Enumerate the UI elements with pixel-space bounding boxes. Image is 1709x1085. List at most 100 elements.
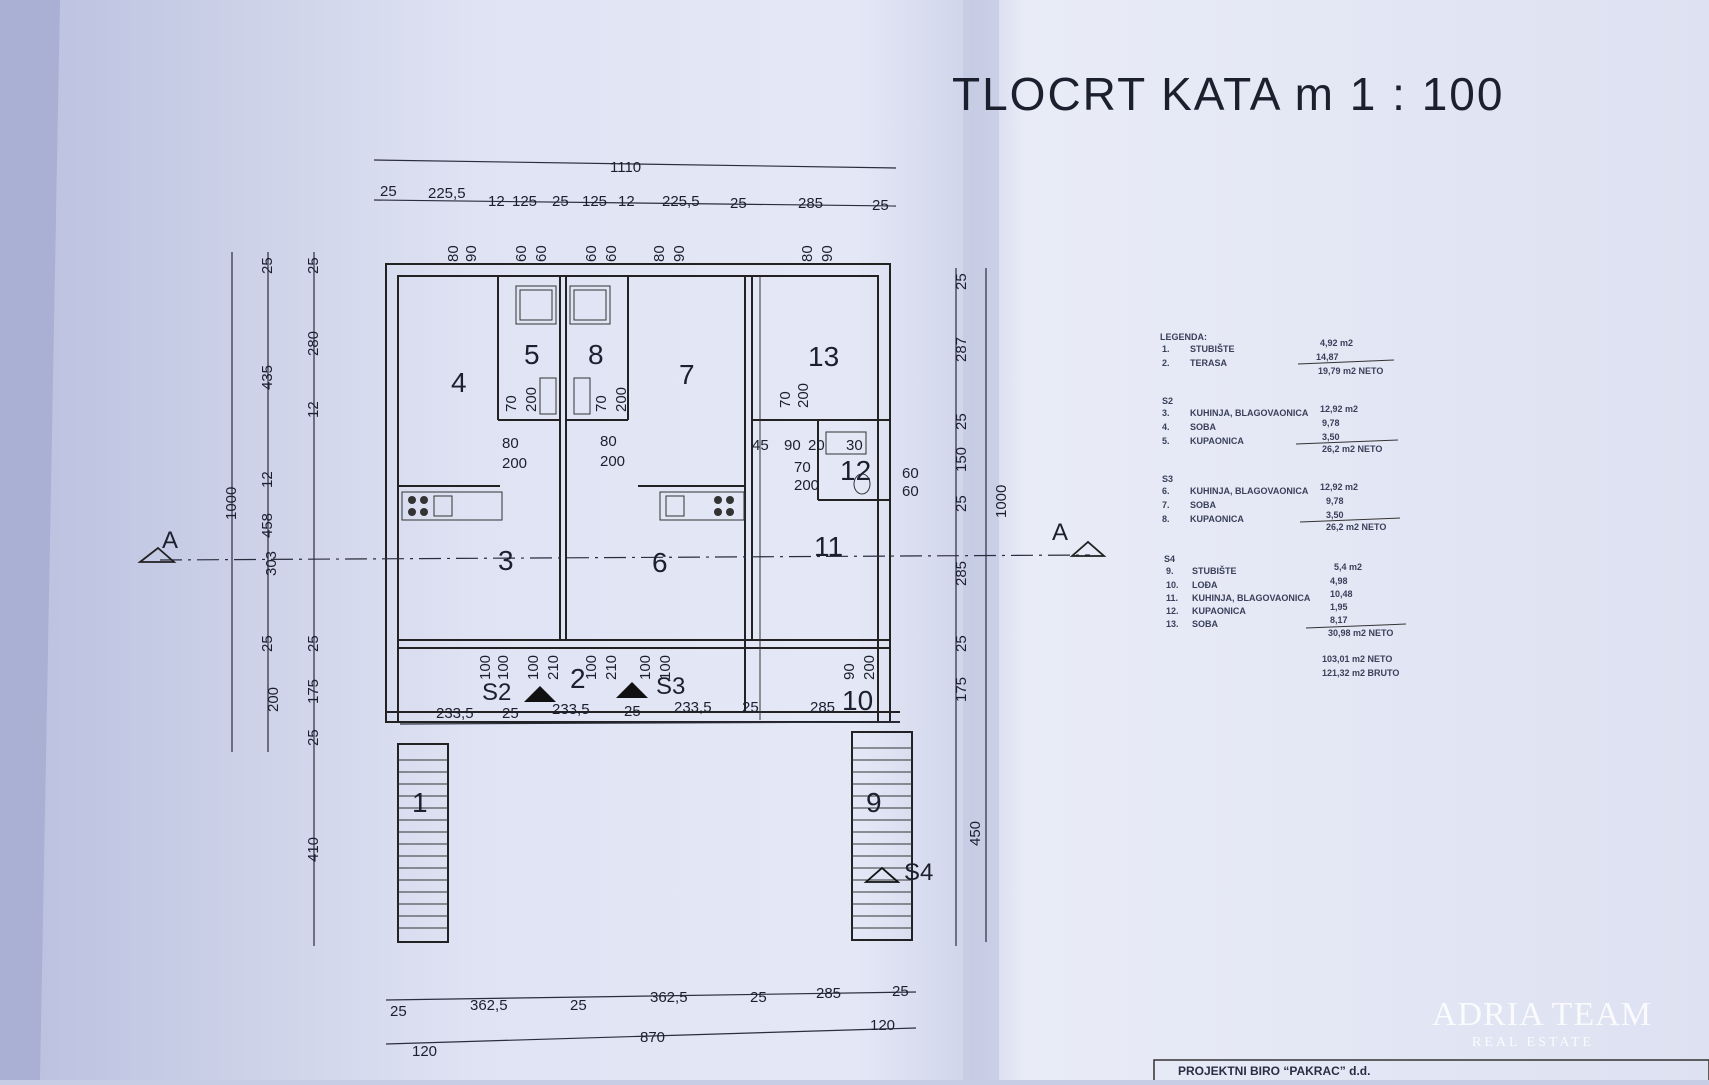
dims-bottom: 25 362,5 25 362,5 25 285 25 120 870 120	[390, 983, 909, 1060]
legend-row-name: KUHINJA, BLAGOVAONICA	[1190, 408, 1309, 418]
dim-right: 25	[953, 273, 970, 290]
bathroom-fixtures	[515, 285, 871, 495]
legend-row-area: 3,50	[1326, 510, 1344, 520]
dim-inner: 233,5	[674, 699, 712, 716]
legend-row-no: 11.	[1166, 593, 1178, 603]
dim-inner: 80	[799, 245, 816, 262]
stair-left	[397, 743, 449, 943]
dim-inner: 70	[794, 459, 811, 476]
dim-inner: 200	[794, 477, 819, 494]
legend-row-no: 6.	[1162, 486, 1170, 496]
dim-inner: 200	[613, 387, 630, 412]
dim-top-total: 1110	[610, 159, 641, 176]
legend-row-area: 1,95	[1330, 602, 1348, 612]
legend-row-no: 9.	[1166, 566, 1174, 576]
dim-left-innermost: 25	[305, 635, 322, 652]
dim-inner: 200	[795, 383, 812, 408]
legend-row-name: KUHINJA, BLAGOVAONICA	[1192, 593, 1311, 603]
legend-row-no: 1.	[1162, 344, 1170, 354]
dim-inner: 25	[624, 703, 641, 720]
entry-marker-s4	[863, 866, 901, 883]
entry-marker-s2	[524, 686, 556, 702]
legend-row-area: 8,17	[1330, 615, 1348, 625]
paper-left-edge	[0, 0, 60, 1080]
dim-right: 150	[953, 447, 970, 472]
legend-row-area: 12,92 m2	[1320, 404, 1358, 414]
dim-left-innermost: 25	[305, 729, 322, 746]
dim-top: 285	[798, 195, 823, 212]
legend-row-name: STUBIŠTE	[1190, 343, 1235, 354]
unit-label-s3: S3	[656, 673, 685, 700]
legend-row-no: 4.	[1162, 422, 1170, 432]
watermark-line2: REAL ESTATE	[1472, 1035, 1594, 1050]
drawing-title: TLOCRT KATA m 1 : 100	[952, 68, 1504, 120]
entry-marker-s3	[616, 682, 648, 698]
dim-right: 1000	[993, 485, 1010, 518]
legend-row-area: 4,98	[1330, 576, 1348, 586]
legend-row-no: 7.	[1162, 500, 1170, 510]
legend-row-no: 10.	[1166, 580, 1179, 590]
dim-right: 285	[953, 561, 970, 586]
legend-row-name: LOĐA	[1192, 580, 1218, 590]
dim-top: 25	[552, 193, 569, 210]
room-label-11: 11	[814, 531, 843, 562]
dim-inner: 45	[752, 437, 769, 454]
dim-inner: 100	[525, 655, 542, 680]
dim-inner: 233,5	[436, 705, 474, 722]
area-legend: LEGENDA: 1. STUBIŠTE 4,92 m2 2. TERASA 1…	[1160, 332, 1407, 678]
dim-inner: 100	[583, 655, 600, 680]
dim-inner: 100	[657, 655, 674, 680]
dim-bottom-total: 870	[640, 1029, 665, 1046]
dim-left-innermost: 175	[305, 679, 322, 704]
legend-row-area: 9,78	[1322, 418, 1340, 428]
room-label-7: 7	[679, 359, 695, 390]
dim-bottom: 25	[390, 1003, 407, 1020]
dim-inner: 100	[477, 655, 494, 680]
room-label-8: 8	[588, 339, 604, 370]
dim-bottom: 362,5	[470, 997, 508, 1014]
section-label-right: A	[1052, 519, 1068, 546]
dim-left-outer: 200	[265, 687, 282, 712]
legend-unit: S4	[1164, 554, 1175, 564]
legend-unit: S2	[1162, 396, 1173, 406]
dim-inner: 100	[495, 655, 512, 680]
dim-bottom: 285	[816, 985, 841, 1002]
dim-inner: 60	[603, 245, 620, 262]
dim-left-innermost: 303	[263, 551, 280, 576]
legend-row-no: 2.	[1162, 358, 1170, 368]
dim-top: 12	[488, 193, 505, 210]
legend-row-name: SOBA	[1190, 422, 1217, 432]
legend-row-area: 12,92 m2	[1320, 482, 1358, 492]
dim-top: 25	[730, 195, 747, 212]
dim-inner: 60	[513, 245, 530, 262]
dim-inner: 80	[600, 433, 617, 450]
dim-right: 175	[953, 677, 970, 702]
legend-row-area: 3,50	[1322, 432, 1340, 442]
dim-inner: 60	[583, 245, 600, 262]
unit-label-s4: S4	[904, 859, 933, 886]
dims-top: 25 225,5 12 125 25 125 12 225,5 25 285 2…	[380, 183, 889, 214]
dim-top: 225,5	[662, 193, 700, 210]
paper-fold-shadow	[963, 0, 999, 1080]
dim-right: 450	[967, 821, 984, 846]
dim-inner: 233,5	[552, 701, 590, 718]
dim-inner: 25	[502, 705, 519, 722]
dim-inner: 90	[784, 437, 801, 454]
dim-inner: 90	[841, 663, 858, 680]
dim-bottom-total: 120	[870, 1017, 895, 1034]
dimension-lines	[231, 159, 987, 1045]
dim-inner: 70	[593, 395, 610, 412]
dim-left-inner: 25	[259, 635, 276, 652]
legend-row-no: 5.	[1162, 436, 1170, 446]
design-office-name: PROJEKTNI BIRO “PAKRAC” d.d.	[1178, 1064, 1370, 1078]
dim-inner: 200	[600, 453, 625, 470]
room-label-9: 9	[866, 787, 882, 818]
dim-inner: 80	[502, 435, 519, 452]
legend-total: 30,98 m2 NETO	[1328, 628, 1393, 638]
dim-left-inner: 12	[259, 471, 276, 488]
dim-top: 25	[380, 183, 397, 200]
legend-row-no: 13.	[1166, 619, 1179, 629]
adria-team-watermark: ADRIA TEAM REAL ESTATE	[1432, 996, 1651, 1050]
dim-left-inner: 25	[259, 257, 276, 274]
legend-heading: LEGENDA:	[1160, 332, 1207, 342]
